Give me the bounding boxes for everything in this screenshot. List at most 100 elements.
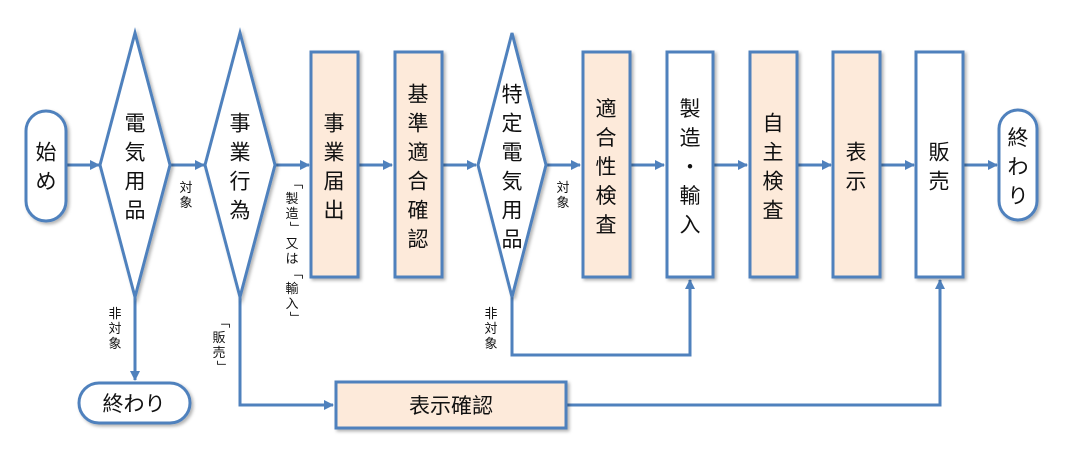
process-sales-label: 販売	[929, 141, 950, 194]
process-manufacture-import: 製造・輸入	[665, 50, 715, 279]
label-char: 定	[502, 112, 523, 136]
label-char: わ	[1008, 155, 1029, 179]
process-manufacture-import-label: 製造・輸入	[680, 97, 701, 237]
decision-specified-electrical-goods: 特定電気用品	[476, 32, 548, 298]
process-business-notification: 事業届出	[309, 50, 360, 279]
label-char: 認	[408, 228, 429, 252]
edge-business-to-label-confirmation	[238, 297, 334, 410]
label-char: 売	[212, 345, 225, 361]
edge-specified-to-manufacture	[510, 279, 695, 357]
label-char: 行	[230, 170, 251, 194]
label-char: 適	[596, 97, 617, 121]
start-label: 始め	[36, 141, 57, 194]
edge-label-electrical-non-target: 非対象	[108, 307, 121, 352]
label-char: 表	[846, 141, 867, 165]
process-self-inspection: 自主検査	[748, 50, 799, 279]
label-char: 対	[556, 181, 569, 196]
label-char: 検	[596, 184, 617, 208]
label-char: 対	[108, 322, 121, 337]
label-char: 気	[502, 170, 523, 194]
label-char: 終	[1008, 126, 1029, 150]
label-char: 売	[929, 170, 950, 194]
label-char: 対	[484, 322, 497, 337]
label-char: 販	[212, 331, 225, 346]
label-char: 非	[484, 307, 497, 322]
label-char: 象	[108, 337, 121, 352]
label-bracket: 「	[214, 315, 229, 328]
label-char: 適	[408, 141, 429, 165]
label-char: 販	[929, 141, 950, 165]
label-char: 示	[846, 170, 867, 194]
label-char: 出	[324, 199, 345, 223]
label-char: 基	[408, 83, 429, 107]
edge-label-sales: 販売	[212, 331, 225, 361]
process-conformity-inspection: 適合性検査	[581, 50, 632, 279]
label-char: 象	[556, 196, 569, 211]
process-label-confirmation: 表示確認	[334, 380, 568, 430]
label-char: 自	[763, 112, 784, 136]
label-char: 象	[179, 196, 192, 211]
end-right-terminal: 終わり	[997, 108, 1039, 222]
process-labeling: 表示	[831, 50, 882, 279]
label-char: 業	[230, 141, 251, 165]
process-sales: 販売	[914, 50, 965, 279]
label-char: 事	[324, 112, 345, 136]
end-left-label: 終わり	[103, 392, 166, 416]
start-terminal: 始め	[24, 109, 68, 223]
label-char: り	[1008, 184, 1029, 208]
label-char: 確	[408, 199, 429, 223]
label-char: 造	[680, 126, 701, 150]
label-bracket: 「	[287, 176, 302, 189]
edge-label-manufacture-or-import: 製造又は輸入	[285, 192, 298, 312]
process-label-confirmation-label: 表示確認	[409, 394, 493, 418]
edge-label-specified-non-target: 非対象	[484, 307, 497, 352]
label-char: 為	[230, 199, 251, 223]
edge-label-confirmation-to-sales	[566, 279, 945, 407]
label-char: 準	[408, 112, 429, 136]
label-char: 事	[230, 112, 251, 136]
label-char: 対	[179, 181, 192, 196]
end-right-label: 終わり	[1008, 126, 1029, 208]
label-char: 輸	[285, 282, 298, 297]
edge-label-electrical-target: 対象	[179, 181, 192, 211]
decision-business-activity-label: 事業行為	[230, 112, 251, 223]
label-char: 電	[502, 141, 523, 165]
edge-label-specified-target: 対象	[556, 181, 569, 211]
label-char: 特	[502, 83, 523, 107]
label-char: 入	[285, 297, 298, 312]
label-char: 届	[324, 170, 345, 194]
end-left-terminal: 終わり	[77, 381, 192, 425]
label-char: 製	[680, 97, 701, 121]
label-char: 査	[763, 199, 784, 223]
process-self-inspection-label: 自主検査	[763, 112, 784, 223]
label-char: 合	[408, 170, 429, 194]
process-standard-conformity-label: 基準適合確認	[408, 83, 429, 252]
label-char: 入	[680, 213, 701, 237]
label-char: 電	[125, 112, 146, 136]
label-char: 査	[596, 213, 617, 237]
process-conformity-inspection-label: 適合性検査	[596, 97, 617, 237]
process-business-notification-label: 事業届出	[324, 112, 345, 223]
label-char: 又	[285, 237, 298, 252]
label-char: 合	[596, 126, 617, 150]
label-bracket: 」	[287, 221, 302, 234]
label-char: は	[285, 252, 298, 267]
label-char: 造	[285, 207, 298, 222]
label-bracket: 」	[214, 360, 229, 373]
process-standard-conformity: 基準適合確認	[393, 50, 444, 279]
label-char: 用	[125, 170, 146, 194]
label-char: 品	[502, 228, 523, 252]
label-char: 輸	[680, 184, 701, 208]
label-char: 非	[108, 307, 121, 322]
label-char: め	[36, 170, 57, 194]
decision-electrical-goods: 電気用品	[98, 27, 172, 303]
label-char: 検	[763, 170, 784, 194]
process-labeling-label: 表示	[846, 141, 867, 194]
decision-business-activity: 事業行為	[203, 27, 277, 303]
label-bracket: 「	[287, 266, 302, 279]
label-char: 品	[125, 199, 146, 223]
label-char: 用	[502, 199, 523, 223]
label-char: ・	[680, 155, 701, 179]
label-char: 主	[763, 141, 784, 165]
